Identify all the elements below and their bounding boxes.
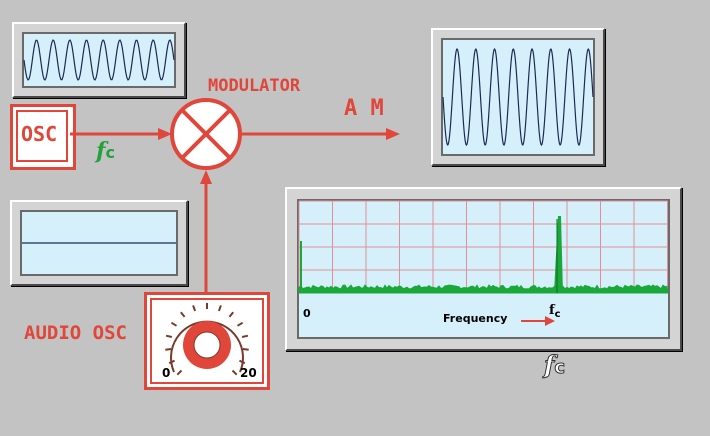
fc-label-f: f — [96, 138, 106, 164]
audio-osc-box: 0 20 — [144, 292, 270, 390]
spectrum-zero-label: 0 — [303, 307, 311, 320]
modulator-label: MODULATOR — [208, 76, 301, 96]
dial-max-label: 20 — [240, 366, 257, 380]
audio-waveform — [22, 242, 176, 244]
spectrum-plot — [298, 200, 669, 294]
dial-min-label: 0 — [162, 366, 171, 380]
spectrum-screen: 0 fc Frequency — [297, 199, 670, 339]
frequency-label: Frequency — [443, 312, 508, 325]
bottom-fc-label: fc — [543, 350, 566, 380]
modulator-symbol — [170, 98, 242, 170]
spectrum-fc-label: fc — [549, 299, 561, 320]
audio-scope-screen — [20, 210, 178, 276]
spectrum-fc-f: f — [549, 303, 555, 318]
fc-label: fc — [96, 138, 115, 164]
am-scope — [431, 28, 605, 166]
spectrum-analyzer: 0 fc Frequency — [285, 187, 682, 351]
carrier-waveform — [23, 39, 175, 81]
audio-osc-label: AUDIO OSC — [24, 322, 127, 344]
bottom-fc-f: f — [543, 350, 555, 380]
osc-box[interactable]: OSC — [10, 104, 76, 170]
carrier-scope — [12, 22, 186, 98]
osc-label: OSC — [21, 122, 58, 146]
audio-scope — [10, 200, 188, 286]
audio-osc-inner: 0 20 — [150, 298, 264, 384]
spectrum-fc-c: c — [554, 309, 561, 320]
osc-inner: OSC — [16, 110, 68, 162]
audio-osc-dial[interactable] — [152, 300, 262, 382]
frequency-arrow-icon — [521, 316, 555, 326]
am-label: A M — [344, 96, 384, 121]
carrier-scope-screen — [22, 32, 176, 88]
bottom-fc-c: c — [554, 357, 566, 379]
fc-label-c: c — [105, 143, 115, 162]
am-waveform — [442, 48, 594, 146]
am-scope-screen — [441, 38, 595, 156]
